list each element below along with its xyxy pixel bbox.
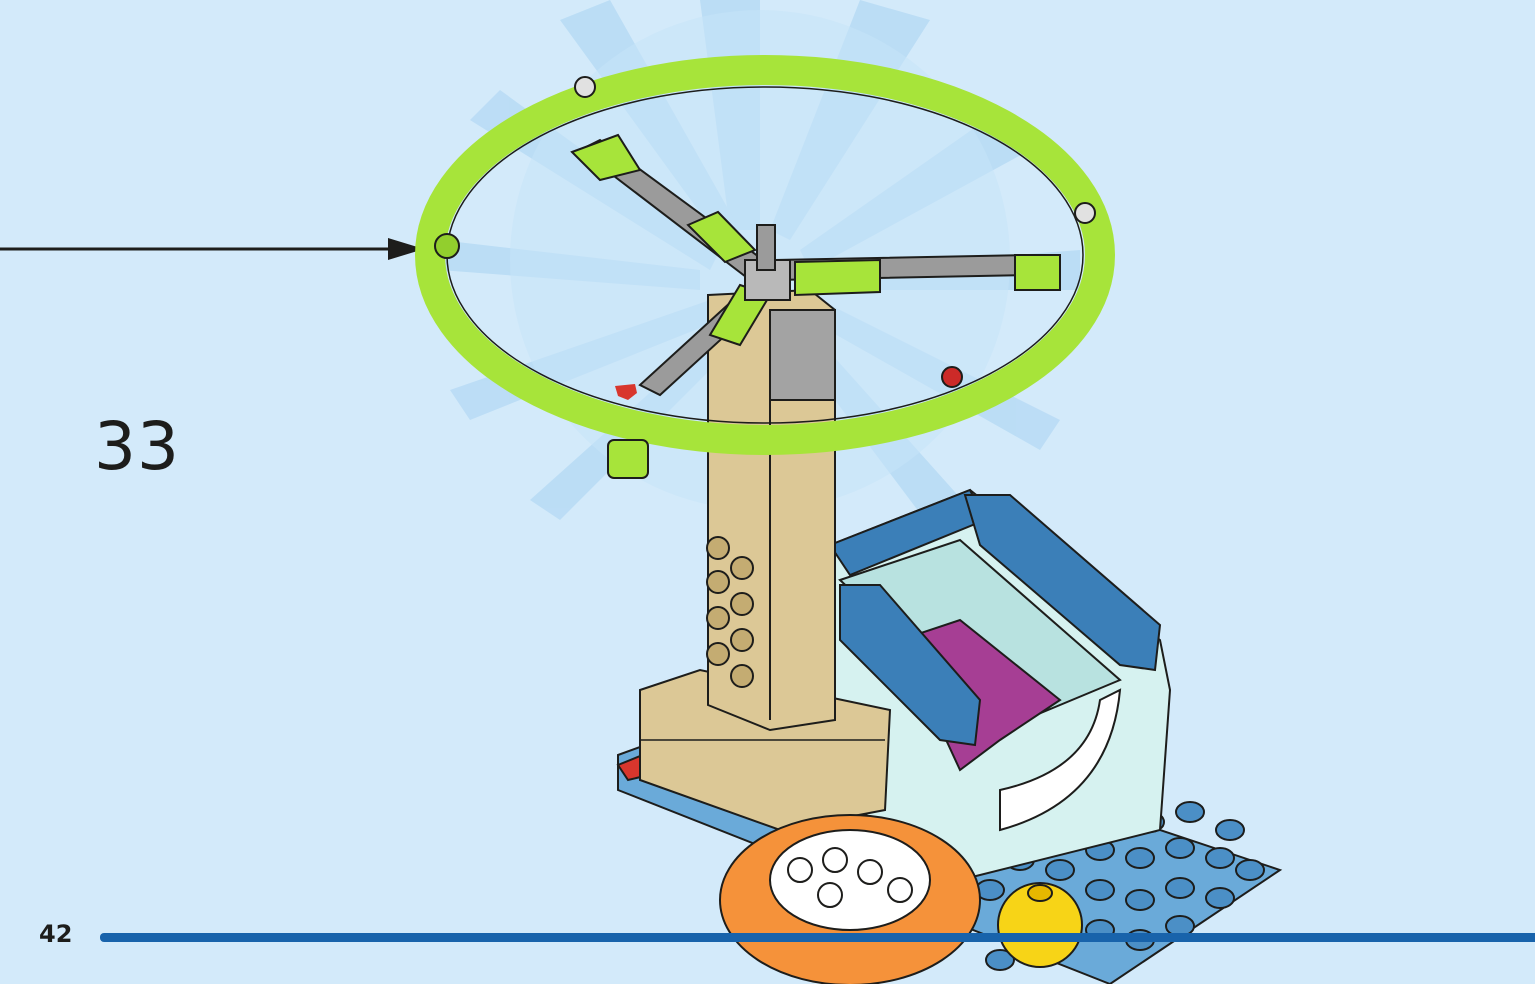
green-ring bbox=[415, 55, 1115, 479]
bathtub bbox=[828, 488, 1172, 882]
progress-bar bbox=[100, 933, 1535, 942]
yellow-round-brick bbox=[997, 882, 1083, 968]
page-number: 42 bbox=[39, 920, 73, 948]
tower-studs bbox=[706, 536, 754, 688]
orange-dish bbox=[719, 814, 981, 984]
tan-tower bbox=[639, 288, 892, 832]
ring-spokes bbox=[570, 133, 1061, 397]
step-number: 33 bbox=[94, 408, 180, 485]
arrow-right-icon bbox=[0, 238, 424, 260]
